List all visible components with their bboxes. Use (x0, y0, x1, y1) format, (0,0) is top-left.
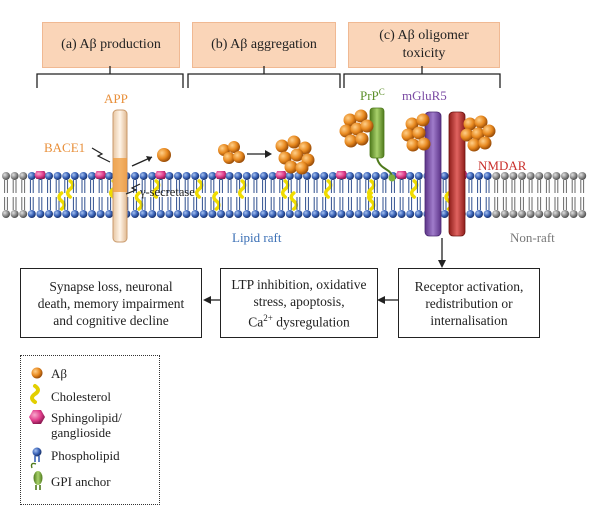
legend-sphingo-line2: ganglioside (51, 425, 111, 440)
flow-box2-line1: LTP inhibition, oxidative (231, 276, 367, 292)
header-c-line1: (c) Aβ oligomer (379, 28, 469, 43)
legend: Aβ Cholesterol Sphingolipid/ ganglioside… (20, 355, 160, 505)
flow-box1-line1: Receptor activation, (414, 278, 524, 294)
legend-sphingolipid: Sphingolipid/ ganglioside (51, 410, 122, 440)
abeta-sphere-icon (31, 367, 43, 379)
legend-abeta-label: Aβ (51, 366, 68, 381)
bace1-label: BACE1 (44, 140, 85, 155)
gpi-anchor-icon (30, 462, 43, 490)
legend-icons (29, 367, 45, 490)
abeta-oligomer-prpc (339, 109, 374, 148)
phospholipid-icon (32, 447, 42, 462)
legend-sphingo-line1: Sphingolipid/ (51, 410, 122, 425)
header-oligomer-toxicity: (c) Aβ oligomer toxicity (348, 22, 500, 68)
flow-arrows (203, 238, 446, 304)
legend-phospholipid: Phospholipid (51, 448, 120, 463)
flow-box-synapse-loss: Synapse loss, neuronal death, memory imp… (20, 268, 202, 338)
app-protein (91, 109, 153, 243)
prpc-receptor (369, 107, 396, 182)
flow-box1-line3: internalisation (430, 312, 508, 328)
abeta-monomer (157, 148, 171, 162)
legend-abeta: Aβ (51, 366, 67, 381)
non-raft-label: Non-raft (510, 230, 555, 245)
flow-box3-line2: death, memory impairment (37, 295, 185, 311)
flow-box2-tail: dysregulation (272, 314, 350, 330)
flow-box2-line2: stress, apoptosis, (253, 293, 345, 309)
header-abeta-production: (a) Aβ production (42, 22, 180, 68)
abeta-oligomer (275, 135, 315, 175)
header-c-line2: toxicity (402, 46, 446, 61)
header-a-label: (a) Aβ production (61, 37, 161, 52)
flow-box3-line1: Synapse loss, neuronal (49, 278, 173, 294)
flow-box2-line3: Ca2+ dysregulation (248, 310, 349, 331)
flow-box3-line3: and cognitive decline (53, 312, 169, 328)
flow-box-ltp-inhibition: LTP inhibition, oxidative stress, apopto… (220, 268, 378, 338)
header-b-label: (b) Aβ aggregation (211, 37, 317, 52)
flow-box2-ca: Ca (248, 314, 264, 330)
legend-phospholipid-label: Phospholipid (51, 448, 120, 463)
legend-cholesterol: Cholesterol (51, 389, 111, 404)
app-label: APP (104, 91, 128, 106)
header-brackets (36, 66, 501, 88)
mglur5-receptor (424, 111, 442, 237)
flow-box-receptor-activation: Receptor activation, redistribution or i… (398, 268, 540, 338)
abeta-small-aggregate (218, 141, 245, 164)
sphingolipid-icon (29, 410, 45, 424)
abeta-oligomer-mglur5 (401, 113, 431, 152)
lipid-raft-label: Lipid raft (232, 230, 282, 245)
prpc-label: PrPC (360, 87, 385, 103)
nmdar-label: NMDAR (478, 158, 527, 173)
lipid-bilayer (2, 171, 587, 218)
abeta-oligomer-nmdar (460, 115, 496, 152)
nmdar-receptor (448, 111, 466, 237)
cholesterol-icon (30, 384, 40, 404)
legend-gpi-label: GPI anchor (51, 474, 111, 489)
mglur5-label: mGluR5 (402, 88, 447, 103)
legend-cholesterol-label: Cholesterol (51, 389, 111, 404)
legend-gpi: GPI anchor (51, 474, 111, 489)
flow-box1-line2: redistribution or (425, 295, 513, 311)
flow-box2-ca-sup: 2+ (263, 312, 273, 323)
gamma-secretase-label: γ-secretase (139, 185, 195, 199)
